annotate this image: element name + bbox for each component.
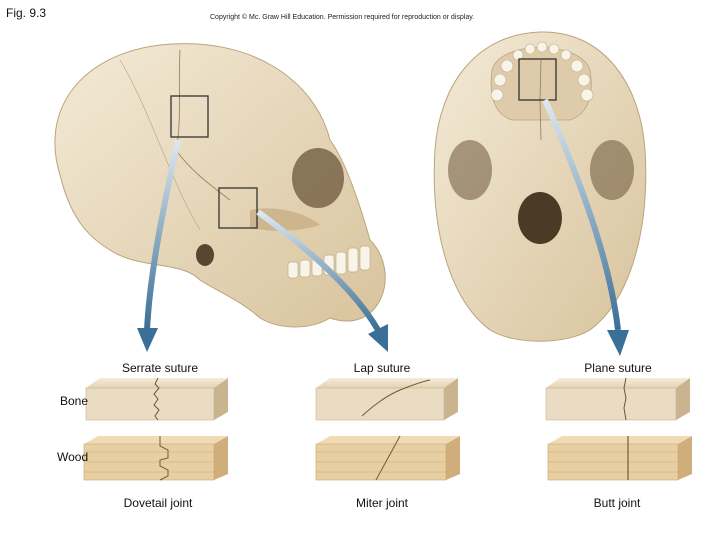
lap-suture-label: Lap suture — [353, 361, 411, 375]
wood-block-miter — [315, 435, 460, 481]
plane-suture-label: Plane suture — [584, 361, 652, 375]
plane-arrow — [542, 98, 629, 356]
miter-joint-label: Miter joint — [355, 496, 408, 510]
lateral-skull-view — [54, 43, 386, 328]
bone-row-label: Bone — [60, 394, 89, 408]
serrate-arrow — [137, 139, 181, 352]
serrate-suture-label: Serrate suture — [121, 361, 199, 375]
wood-block-butt — [547, 436, 692, 481]
copyright-notice: Copyright © Mc. Graw Hill Education. Per… — [210, 14, 475, 21]
dovetail-joint-label: Dovetail joint — [123, 496, 193, 510]
inferior-skull-view — [433, 31, 647, 342]
butt-joint-label: Butt joint — [593, 496, 641, 510]
bone-block-lap — [315, 378, 458, 421]
lap-arrow — [256, 209, 388, 352]
wood-row-label: Wood — [57, 450, 89, 464]
wood-block-dovetail — [83, 436, 228, 481]
figure-label: Fig. 9.3 — [6, 6, 47, 20]
bone-block-serrate — [85, 377, 228, 421]
bone-block-plane — [545, 377, 690, 421]
